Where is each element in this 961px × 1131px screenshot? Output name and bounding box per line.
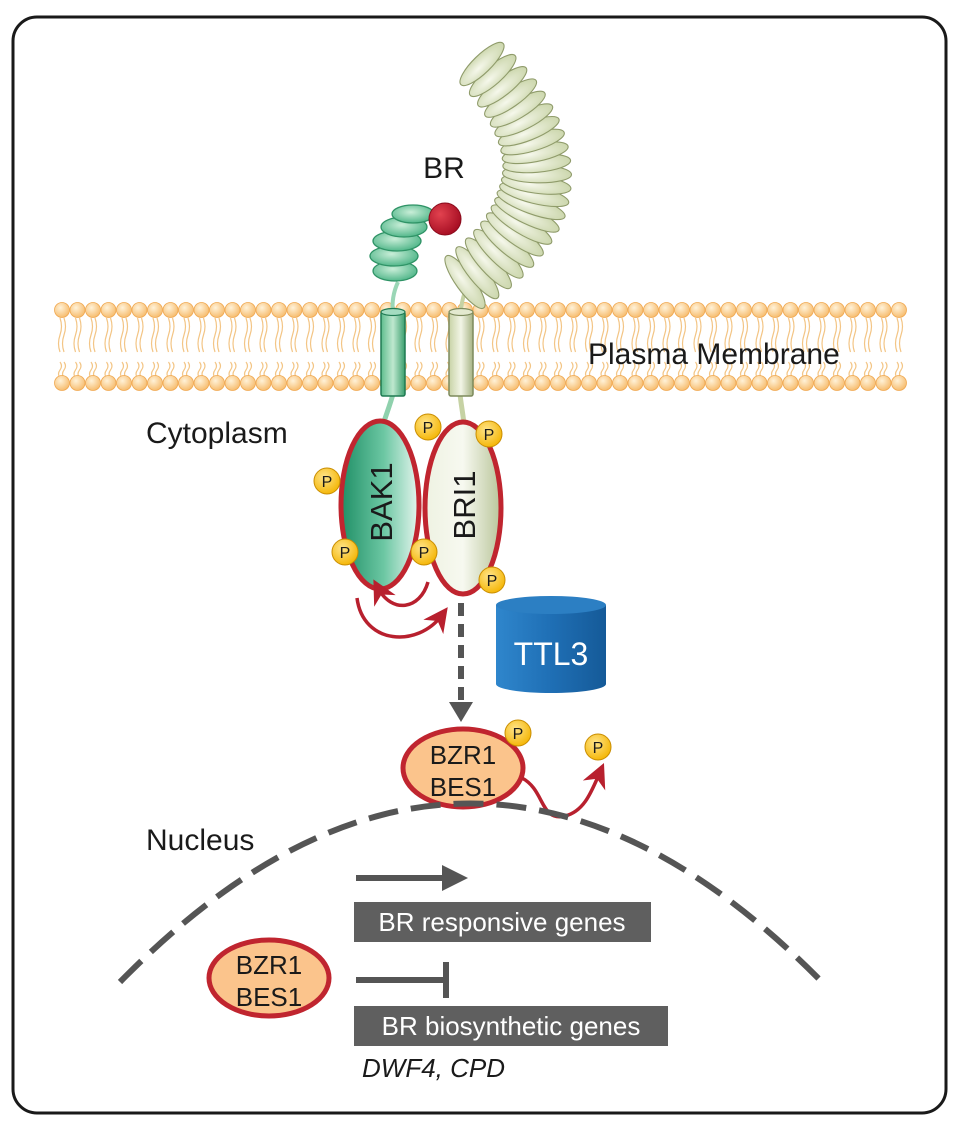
transphosphorylation-arrow-to-bak1: [373, 579, 430, 607]
signaling-dashed-arrowhead: [449, 702, 473, 722]
responsive-genes-label: BR responsive genes: [378, 907, 625, 937]
bak1-transmembrane-domain: [380, 311, 406, 397]
nuclear-envelope: [117, 800, 825, 985]
phospho-group: P: [313, 467, 341, 495]
phospho-group: P: [414, 413, 442, 441]
bri1-kinase-domain: BRI1: [422, 419, 504, 597]
bes1-label: BES1: [430, 772, 497, 802]
biosynthetic-genes-label: BR biosynthetic genes: [382, 1011, 641, 1041]
bes1-label: BES1: [236, 982, 303, 1012]
ttl3-protein: TTL3: [496, 596, 606, 693]
phospho-label: P: [423, 420, 434, 437]
bzr1-bes1-cytoplasmic: BZR1 BES1: [400, 726, 526, 810]
bzr1-bes1-nuclear: BZR1 BES1: [206, 937, 332, 1019]
biosynthetic-genes-box: [354, 1006, 668, 1046]
bri1-label: BRI1: [447, 471, 482, 540]
phospho-group-released: P: [584, 733, 612, 761]
phospho-group: P: [410, 538, 438, 566]
plasma-membrane-bilayer: [54, 302, 907, 391]
phospho-label: P: [340, 545, 351, 562]
responsive-genes-box: [354, 902, 651, 942]
plasma-membrane-label: Plasma Membrane: [588, 338, 840, 371]
bri1-lrr-ectodomain: [444, 41, 573, 310]
phospho-label: P: [593, 740, 604, 757]
nucleus-label: Nucleus: [146, 824, 254, 857]
br-ligand: [428, 202, 462, 236]
bak1-lrr-ectodomain: [369, 204, 435, 282]
bzr1-label: BZR1: [236, 950, 302, 980]
transphosphorylation-arrow-to-bri1: [355, 597, 448, 639]
phospho-label: P: [513, 726, 524, 743]
bak1-label: BAK1: [364, 462, 399, 541]
bri1-transmembrane-domain: [448, 311, 474, 397]
phospho-group: P: [478, 566, 506, 594]
bzr1-label: BZR1: [430, 740, 496, 770]
ttl3-label: TTL3: [514, 636, 589, 672]
phospho-label: P: [322, 474, 333, 491]
phospho-group: P: [331, 538, 359, 566]
biosynthetic-gene-names: DWF4, CPD: [362, 1053, 505, 1083]
phospho-group: P: [475, 420, 503, 448]
activation-arrowhead: [442, 865, 468, 891]
phospho-label: P: [484, 427, 495, 444]
cytoplasm-label: Cytoplasm: [146, 417, 288, 450]
br-label: BR: [423, 152, 465, 185]
phospho-group: P: [504, 719, 532, 747]
phospho-label: P: [487, 573, 498, 590]
bak1-kinase-domain: BAK1: [338, 418, 422, 592]
phospho-label: P: [419, 545, 430, 562]
